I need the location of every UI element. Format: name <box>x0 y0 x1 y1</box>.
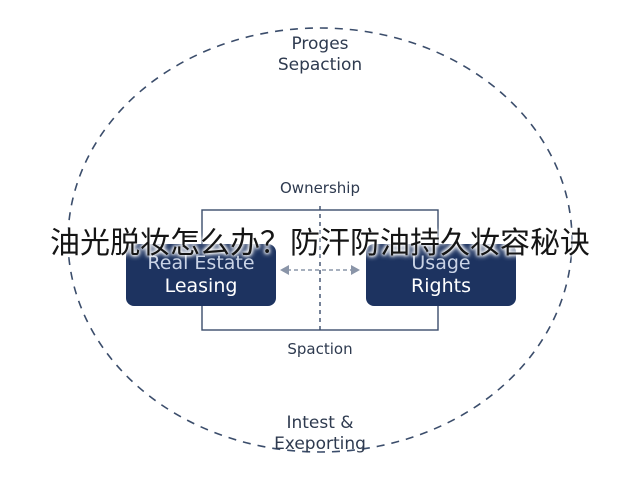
right-box-line-2: Rights <box>411 275 471 297</box>
top-label: Proges Sepaction <box>220 34 420 76</box>
bottom-label-line-1: Intest & <box>286 413 354 433</box>
bottom-label: Intest & Exeporting <box>220 413 420 455</box>
top-label-line-1: Proges <box>291 34 349 54</box>
ownership-label: Ownership <box>280 179 360 197</box>
bottom-label-line-2: Exeporting <box>274 434 366 454</box>
left-box-real-estate-leasing: Real Estate Leasing <box>126 244 276 306</box>
arrow-right-icon <box>351 265 360 275</box>
right-box-usage-rights: Usage Rights <box>366 244 516 306</box>
spaction-label: Spaction <box>287 340 353 358</box>
overlay-caption: 油光脱妆怎么办？防汗防油持久妆容秘诀 <box>50 226 590 261</box>
left-box-line-1: Real Estate <box>147 252 255 274</box>
top-label-line-2: Sepaction <box>277 55 363 75</box>
left-box-line-2: Leasing <box>164 275 238 297</box>
arrow-left-icon <box>280 265 289 275</box>
outer-dashed-ellipse <box>67 27 573 453</box>
right-box-line-1: Usage <box>411 252 471 274</box>
